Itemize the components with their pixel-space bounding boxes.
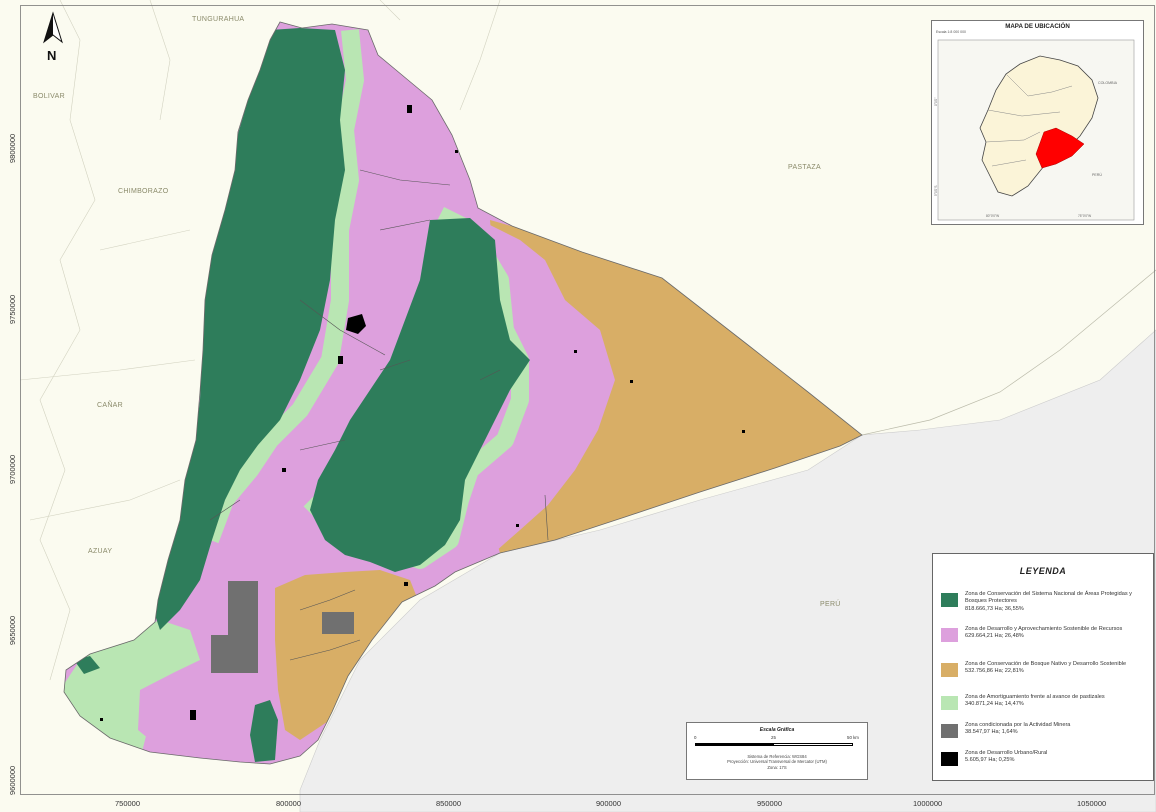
legend-item-area: 532.756,86 Ha; 22,81% xyxy=(965,668,1024,675)
scale-label-0: 0 xyxy=(694,735,697,740)
x-tick: 1000000 xyxy=(913,799,942,808)
scale-label-50: 50 km xyxy=(847,735,859,740)
x-tick: 800000 xyxy=(276,799,301,808)
location-inset-map: MAPA DE UBICACIÓN Escala 1:8 000 000 COL… xyxy=(931,20,1144,225)
inset-title: MAPA DE UBICACIÓN xyxy=(1005,23,1070,30)
inset-scale: Escala 1:8 000 000 xyxy=(936,30,966,34)
y-tick: 9800000 xyxy=(8,134,17,163)
scale-reference: Sistema de Referencia: WGS84 Proyección:… xyxy=(687,754,867,770)
inset-map-svg: COLOMBIA PERÚ 80°0'0"W 75°0'0"W 0°0'0" 5… xyxy=(934,39,1135,221)
legend-item-area: 38.547,97 Ha; 1,64% xyxy=(965,729,1018,736)
zone-bosque-nativo-south xyxy=(275,570,418,740)
y-tick: 9700000 xyxy=(8,455,17,484)
scale-label-25: 25 xyxy=(771,735,776,740)
x-axis-ticks: 750000 800000 850000 900000 950000 10000… xyxy=(115,799,1106,808)
y-tick: 9750000 xyxy=(8,295,17,324)
legend-panel: LEYENDA Zona de Conservación del Sistema… xyxy=(932,553,1154,781)
y-tick: 9600000 xyxy=(8,766,17,795)
x-tick: 950000 xyxy=(757,799,782,808)
legend-item-label: Zona de Amortiguamiento frente al avance… xyxy=(965,694,1105,700)
zone-urbano-spots xyxy=(100,105,745,721)
label-azuay: AZUAY xyxy=(88,548,112,555)
legend-swatch xyxy=(941,663,958,677)
scale-bar-panel: Escala Gráfica 0 25 50 km Sistema de Ref… xyxy=(686,722,868,780)
reference-line: Sistema de Referencia: WGS84 xyxy=(747,754,807,759)
label-bolivar: BOLIVAR xyxy=(33,93,65,100)
inset-label-peru: PERÚ xyxy=(1092,172,1102,177)
inset-lat-bottom: 5°0'0"S xyxy=(934,186,938,196)
x-tick: 750000 xyxy=(115,799,140,808)
legend-item-label: Zona de Desarrollo Urbano/Rural xyxy=(965,750,1048,756)
label-tungurahua: TUNGURAHUA xyxy=(192,16,244,23)
y-tick: 9650000 xyxy=(8,616,17,645)
zone-mineria-3 xyxy=(322,612,354,634)
pastaza-boundary xyxy=(861,269,1156,436)
legend-swatch xyxy=(941,696,958,710)
legend-item-label: Zona condicionada por la Actividad Miner… xyxy=(965,722,1071,728)
legend-item-area: 340.871,24 Ha; 14,47% xyxy=(965,701,1024,708)
label-canar: CAÑAR xyxy=(97,400,123,409)
legend-swatch xyxy=(941,724,958,738)
label-peru: PERÚ xyxy=(820,599,841,608)
zone-conservacion-west xyxy=(150,28,345,630)
legend-title: LEYENDA xyxy=(1019,566,1067,576)
inset-lon-left: 80°0'0"W xyxy=(986,214,999,218)
scale-title: Escala Gráfica xyxy=(759,727,795,733)
inset-highlight-province xyxy=(1035,127,1085,169)
legend-item-label: Zona de Conservación del Sistema Naciona… xyxy=(965,591,1132,605)
zone-amortiguamiento-sw xyxy=(64,620,200,760)
canton-boundaries xyxy=(209,169,549,661)
province-boundaries xyxy=(19,0,501,681)
map-frame xyxy=(20,5,1155,795)
north-arrow-icon: N xyxy=(43,11,63,63)
legend-swatch xyxy=(941,752,958,766)
label-chimborazo: CHIMBORAZO xyxy=(118,188,169,195)
y-axis-ticks: 9800000 9750000 9700000 9650000 9600000 xyxy=(8,134,17,795)
inset-label-colombia: COLOMBIA xyxy=(1098,81,1118,85)
north-arrow-letter: N xyxy=(47,48,56,63)
inset-internal-lines xyxy=(985,73,1073,167)
zone-desarrollo-sw xyxy=(138,660,240,752)
scale-bar-graphic xyxy=(695,743,853,746)
x-tick: 1050000 xyxy=(1077,799,1106,808)
legend-item-area: 5.605,97 Ha; 0,25% xyxy=(965,757,1015,764)
reference-line: Proyección: Universal Transversal de Mer… xyxy=(727,759,827,765)
zone-conservacion-patch-1 xyxy=(250,700,278,762)
legend-item-label: Zona de Desarrollo y Aprovechamiento Sos… xyxy=(965,626,1123,632)
x-tick: 850000 xyxy=(436,799,461,808)
label-pastaza: PASTAZA xyxy=(788,164,821,171)
legend-item-label: Zona de Conservación de Bosque Nativo y … xyxy=(965,661,1127,667)
inset-ecuador-outline xyxy=(979,55,1099,197)
reference-line: Zona: 17S xyxy=(767,764,787,770)
legend-swatch xyxy=(941,593,958,607)
legend-item-area: 818.666,73 Ha; 36,55% xyxy=(965,605,1024,612)
zone-mineria-2 xyxy=(211,635,233,673)
x-tick: 900000 xyxy=(596,799,621,808)
inset-lon-right: 75°0'0"W xyxy=(1078,214,1091,218)
legend-item-area: 629.664,21 Ha; 26,48% xyxy=(965,633,1024,640)
zone-conservacion-central xyxy=(310,218,530,572)
inset-lat-top: 0°0'0" xyxy=(934,98,938,106)
legend-swatch xyxy=(941,628,958,642)
province-outline xyxy=(63,21,863,765)
